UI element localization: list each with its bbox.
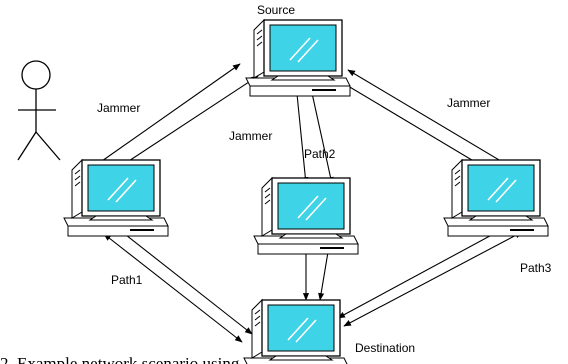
arrow-right-to-dest-a [343, 231, 523, 327]
arrow-source-to-right [347, 69, 517, 171]
jammer-right-label: Jammer [447, 96, 490, 110]
arrow-left-to-dest-b [103, 233, 243, 343]
path1-label: Path1 [111, 273, 143, 287]
arrow-left-to-source [105, 75, 259, 177]
connection-arrows [91, 63, 523, 343]
left-computer-icon [63, 159, 169, 237]
right-computer-icon [443, 159, 549, 237]
figure-caption: 2. Example network scenario using [0, 354, 240, 364]
destination-computer-icon [243, 299, 349, 364]
path2-label: Path2 [304, 147, 336, 161]
middle-computer-icon [253, 177, 359, 255]
destination-label: Destination [355, 341, 415, 355]
arrow-source-to-middle-a [293, 83, 309, 185]
source-computer-icon [245, 19, 351, 97]
arrow-source-to-middle-b [308, 83, 334, 185]
arrow-right-to-dest-b [337, 223, 513, 319]
arrow-source-to-left [91, 63, 241, 169]
jammer-middle-label: Jammer [229, 129, 272, 143]
source-label: Source [257, 3, 295, 17]
jammer-left-label: Jammer [97, 101, 140, 115]
stick-figure-icon [17, 60, 61, 161]
path3-label: Path3 [520, 261, 552, 275]
